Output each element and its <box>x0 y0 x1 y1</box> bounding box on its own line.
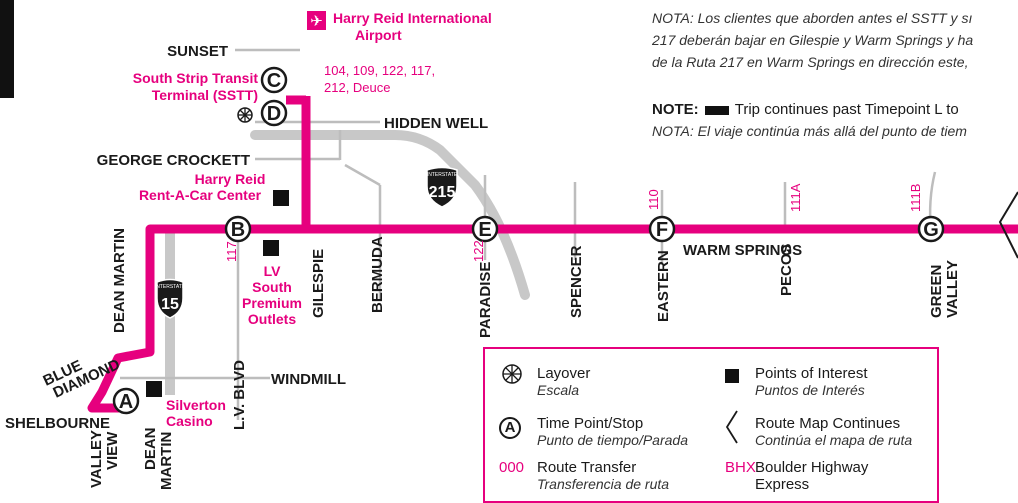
note-swatch <box>704 105 729 115</box>
sstt-transfer-routes: 104, 109, 122, 117, <box>324 63 435 78</box>
street-gilespie: GILESPIE <box>310 249 327 318</box>
route-continues-icon <box>725 410 738 444</box>
edge-bar <box>0 0 14 98</box>
transfer-122: 122 <box>471 240 486 262</box>
svg-text:D: D <box>267 103 281 125</box>
legend-transfer-symbol: 000 <box>499 459 525 476</box>
svg-text:C: C <box>267 70 281 92</box>
poi-square-icon <box>273 190 289 206</box>
timepoint-e[interactable]: E <box>471 215 499 243</box>
poi-square-icon <box>263 240 279 256</box>
sstt-transfer-routes-2: 212, Deuce <box>324 80 391 95</box>
outlets-label-4: Outlets <box>248 311 296 327</box>
street-valley-view: VALLEY <box>88 430 105 488</box>
note-es-trip: NOTA: El viaje continúa más allá del pun… <box>652 123 967 139</box>
transfer-117: 117 <box>224 241 239 262</box>
sstt-label: South Strip Transit <box>133 70 259 86</box>
timepoint-c[interactable]: C <box>260 66 288 94</box>
interstate-shield-icon: INTERSTATE 215 <box>426 166 458 208</box>
note-es-line1: NOTA: Los clientes que aborden antes el … <box>652 10 973 26</box>
street-paradise: PARADISE <box>477 262 494 338</box>
svg-text:E: E <box>478 219 491 241</box>
street-pecos: PECOS <box>778 243 795 296</box>
street-lv-blvd: L.V. BLVD <box>231 360 248 430</box>
interstate-shield-icon: INTERSTATE 15 <box>155 278 186 319</box>
street-dean-martin-bottom: DEAN <box>142 427 159 470</box>
street-warm-springs: WARM SPRINGS <box>683 242 802 259</box>
note-es-line3: de la Ruta 217 en Warm Springs en direcc… <box>652 54 969 70</box>
transfer-111b: 111B <box>908 184 923 212</box>
street-bermuda: BERMUDA <box>369 236 386 313</box>
note-text: Trip continues past Timepoint L to <box>734 101 959 118</box>
svg-text:F: F <box>656 219 668 241</box>
poi-square-icon <box>146 381 162 397</box>
layover-icon <box>502 364 522 384</box>
airport-label: Harry Reid International <box>333 10 492 26</box>
transfer-111a: 111A <box>788 183 803 212</box>
rent-a-car-label: Harry Reid <box>195 171 266 187</box>
freeway-i215 <box>250 130 530 300</box>
route-line <box>87 96 1018 413</box>
transfer-110: 110 <box>646 189 661 210</box>
streets <box>120 48 937 420</box>
svg-text:G: G <box>923 219 939 241</box>
timepoint-g[interactable]: G <box>917 215 945 243</box>
i15-label: 15 <box>161 296 179 313</box>
poi-square-icon <box>725 369 739 383</box>
timepoint-f[interactable]: F <box>648 215 676 243</box>
street-green-valley: GREEN <box>928 265 945 318</box>
svg-text:✈: ✈ <box>310 12 323 30</box>
outlets-label-3: Premium <box>242 295 302 311</box>
street-valley-view-2: VIEW <box>104 431 121 470</box>
street-george-crockett: GEORGE CROCKETT <box>97 152 250 169</box>
legend-bhx-symbol: BHX <box>725 459 756 476</box>
street-dean-martin-bottom-2: MARTIN <box>158 432 175 490</box>
svg-text:INTERSTATE: INTERSTATE <box>427 172 458 178</box>
svg-text:B: B <box>231 219 245 241</box>
note-es-line2: 217 deberán bajar en Gilespie y Warm Spr… <box>652 32 974 48</box>
note-trip-continues: NOTE: Trip continues past Timepoint L to <box>652 101 959 118</box>
svg-text:INTERSTATE: INTERSTATE <box>155 284 186 290</box>
note-label: NOTE: <box>652 101 699 118</box>
street-sunset: SUNSET <box>167 43 228 60</box>
silverton-label-2: Casino <box>166 413 213 429</box>
route-continues-icon <box>998 191 1018 259</box>
street-dean-martin: DEAN MARTIN <box>111 228 128 333</box>
rent-a-car-label-2: Rent-A-Car Center <box>139 187 262 203</box>
timepoint-a[interactable]: A <box>112 387 140 415</box>
layover-icon <box>237 107 253 123</box>
silverton-label: Silverton <box>166 397 226 413</box>
i215-label: 215 <box>429 184 456 201</box>
street-green-valley-2: VALLEY <box>944 260 961 318</box>
street-shelbourne: SHELBOURNE <box>5 415 110 432</box>
airport-label-2: Airport <box>355 27 402 43</box>
street-windmill: WINDMILL <box>271 371 346 388</box>
timepoint-b[interactable]: B <box>224 215 252 243</box>
street-eastern: EASTERN <box>655 250 672 322</box>
airplane-icon: ✈ <box>307 11 326 30</box>
outlets-label: LV <box>264 263 282 279</box>
legend-timepoint-symbol: A <box>499 417 521 439</box>
outlets-label-2: South <box>252 279 292 295</box>
svg-text:A: A <box>119 391 133 413</box>
timepoint-d[interactable]: D <box>260 99 288 127</box>
sstt-label-2: Terminal (SSTT) <box>152 87 258 103</box>
street-spencer: SPENCER <box>568 245 585 318</box>
street-hidden-well: HIDDEN WELL <box>384 115 488 132</box>
